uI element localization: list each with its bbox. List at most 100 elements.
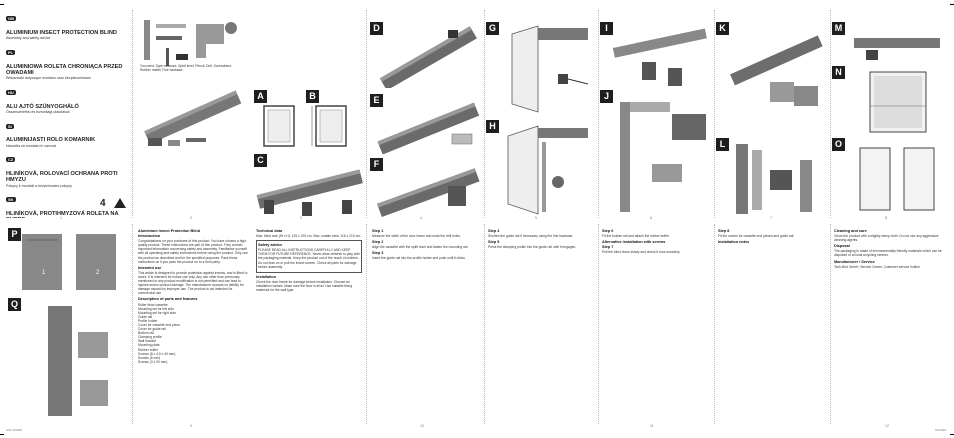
page-number: 5 <box>535 216 537 220</box>
page-number: 10 <box>420 424 424 428</box>
safety-heading: Safety advice <box>258 243 283 248</box>
part-item: Roller blind cassette <box>138 302 168 307</box>
part-item: Cover for cassette end piece <box>138 322 180 327</box>
step-text: Insert the guide rail into the profile h… <box>372 256 466 261</box>
figure-g-illustration <box>511 25 589 113</box>
disposal-heading: Disposal <box>834 244 850 249</box>
figure-label-e: E <box>370 94 383 107</box>
step-text: Fit the covers for cassette end pieces a… <box>718 234 795 239</box>
parts-heading: Description of parts and features <box>138 297 198 302</box>
part-item: Wall bracket <box>138 339 157 344</box>
page-number: 9 <box>190 424 192 428</box>
step-text: Align the cassette with the spirit level… <box>372 245 469 250</box>
safety-box: Safety advice PLEASE READ ALL INSTRUCTIO… <box>256 240 362 273</box>
figure-n-illustration <box>869 71 927 133</box>
step-text: Shorten the guide rail if necessary usin… <box>488 234 573 239</box>
figure-l-illustration <box>736 144 812 214</box>
figures-panel-1: You need: Tape measure, Spirit level, Pe… <box>136 10 248 218</box>
part-item: Cover for guide rail <box>138 327 166 332</box>
page-number: 2 <box>190 216 192 220</box>
language-flag-icon: CZ <box>6 157 16 163</box>
alternative-installation-heading: Alternative installation with screws <box>602 240 666 245</box>
svg-text:2: 2 <box>96 270 100 276</box>
fold-line <box>132 10 133 218</box>
fold-line <box>830 224 831 424</box>
svg-text:1: 1 <box>42 270 46 276</box>
figure-q-illustration <box>48 306 108 416</box>
part-item: Mounting plate <box>138 343 160 348</box>
figure-i-illustration <box>612 28 707 86</box>
part-item: Rubber buffer <box>138 347 159 352</box>
figure-b-illustration <box>311 105 347 147</box>
language-flag-icon: HU <box>6 89 16 95</box>
page-number: 1 <box>60 216 62 220</box>
technical-data-heading: Technical data <box>256 229 283 233</box>
cover-subtitle: Wskazówki dotyczące montażu oraz bezpiec… <box>6 76 91 81</box>
fold-line <box>598 10 599 218</box>
figure-p-illustration: 1 2 <box>22 234 116 290</box>
figure-label-g: G <box>486 22 499 35</box>
fold-line <box>714 224 715 424</box>
fold-line <box>132 224 133 424</box>
cassette-part-illustration <box>144 90 242 146</box>
language-flag-icon: PL <box>6 49 16 55</box>
part-item: Screws (3 x 30 mm) <box>138 359 168 364</box>
fold-line <box>830 10 831 218</box>
installation-heading: Installation <box>256 274 277 279</box>
manufacturer-text: Tech-Bird GmbH, Service Center, Customer… <box>834 264 920 269</box>
figure-e-illustration <box>377 102 480 154</box>
step-text: Press the clamping profile into the guid… <box>488 245 576 250</box>
footer-left: IAN 310548 <box>6 428 22 432</box>
page-number: 11 <box>650 424 654 428</box>
safety-text: PLEASE READ ALL INSTRUCTIONS CAREFULLY A… <box>258 248 360 269</box>
figure-f-illustration <box>377 168 480 217</box>
language-flag-icon: GB <box>6 16 16 22</box>
figure-label-c: C <box>254 154 267 167</box>
step-text: Measure the width of the door frame and … <box>372 234 461 239</box>
figure-k-illustration <box>730 35 823 106</box>
figure-label-h: H <box>486 120 499 133</box>
part-item: Mounting set for left side <box>138 306 174 311</box>
product-heading: Aluminium Insect Protection Blind <box>138 229 201 233</box>
part-item: Dowels (6 mm) <box>138 355 161 360</box>
part-item: Bottom rail <box>138 331 154 336</box>
cover-subtitle: Assembly and safety advice <box>6 36 51 41</box>
cover-title: ALUMINIUM INSECT PROTECTION BLIND <box>6 30 117 36</box>
footer-right: 03.2019 <box>935 428 946 432</box>
figure-label-b-tag: B <box>306 90 319 103</box>
figure-j-illustration <box>620 102 706 212</box>
fold-line <box>714 10 715 218</box>
figure-label-j: J <box>600 90 613 103</box>
figure-a-illustration <box>263 105 295 147</box>
text-column-7: Cleaning and care Clean the product with… <box>834 228 948 271</box>
page-number: 8 <box>885 216 887 220</box>
step-text: Fit the bottom rail and attach the rubbe… <box>602 234 670 239</box>
crop-mark <box>950 433 954 434</box>
tools-illustration <box>144 20 237 66</box>
fold-line <box>366 10 367 218</box>
cover-subtitle: Pokyny k montáži a bezpečnostní pokyny <box>6 183 72 188</box>
cover-title: HLINÍKOVÁ, ROLOVACÍ OCHRANA PROTI HMYZU <box>6 170 118 184</box>
intended-use-text: This article is designed to provide prot… <box>138 270 248 296</box>
part-item: Guide rail <box>138 314 153 319</box>
cleaning-text: Clean the product with a slightly damp c… <box>834 234 939 243</box>
part-item: Mounting set for right side <box>138 310 176 315</box>
figure-c-illustration <box>256 169 363 216</box>
page-number: 7 <box>770 216 772 220</box>
figure-m-illustration <box>854 38 940 60</box>
text-column-1: Aluminium Insect Protection Blind Introd… <box>138 228 250 364</box>
part-item: Profile holder <box>138 318 158 323</box>
intended-use-heading: Intended use <box>138 265 162 270</box>
